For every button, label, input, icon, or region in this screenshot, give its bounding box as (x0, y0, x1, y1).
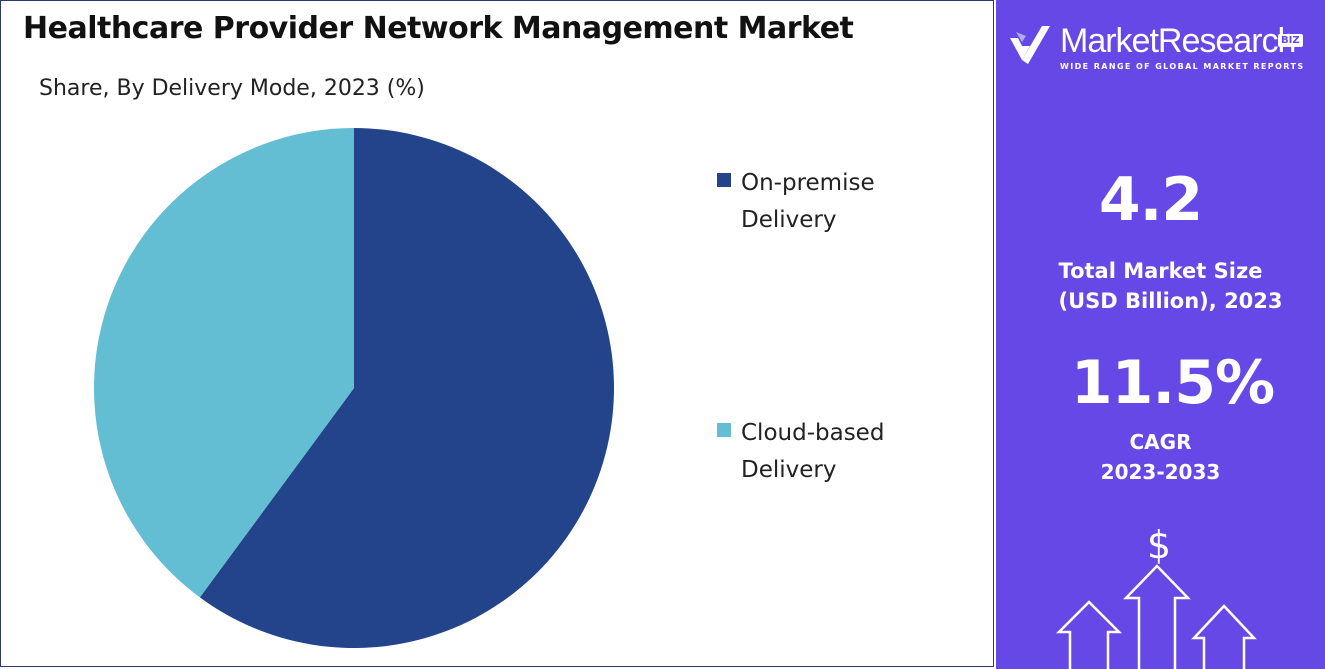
pie-slice-on-premise-delivery (199, 128, 615, 648)
legend-swatch-cloud-based (717, 423, 731, 437)
chart-subtitle: Share, By Delivery Mode, 2023 (%) (39, 76, 425, 101)
market-size-label-line1: Total Market Size (1058, 259, 1263, 283)
market-size-label: Total Market Size (USD Billion), 2023 (996, 256, 1325, 316)
legend-label-cloud-based: Cloud-based Delivery (741, 420, 885, 483)
legend-item-cloud-based: Cloud-based Delivery (717, 415, 931, 489)
cagr-label-line2: 2023-2033 (1100, 460, 1221, 484)
chart-title: Healthcare Provider Network Management M… (23, 11, 854, 46)
brand-badge: BIZ (1278, 34, 1303, 47)
legend-label-on-premise: On-premise Delivery (741, 170, 875, 233)
market-size-label-line2: (USD Billion), 2023 (1058, 289, 1283, 313)
cagr-value: 11.5% (1070, 348, 1275, 418)
brand-tagline: WIDE RANGE OF GLOBAL MARKET REPORTS (1060, 62, 1305, 71)
cagr-label: CAGR 2023-2033 (996, 427, 1325, 487)
summary-panel: MarketResearch BIZ WIDE RANGE OF GLOBAL … (996, 0, 1325, 669)
brand-name: MarketResearch (1060, 22, 1296, 60)
pie-chart (94, 127, 615, 648)
dollar-arrows-icon: $ (1055, 523, 1257, 669)
legend-item-on-premise: On-premise Delivery (717, 165, 931, 239)
svg-text:$: $ (1147, 523, 1171, 567)
pie-slice-cloud-based-delivery (94, 127, 354, 598)
cagr-label-line1: CAGR (1129, 430, 1192, 454)
chart-panel: Healthcare Provider Network Management M… (0, 0, 994, 667)
legend-swatch-on-premise (717, 173, 731, 187)
market-size-value: 4.2 (1098, 165, 1203, 235)
check-logo-icon (1010, 26, 1050, 64)
brand-logo: MarketResearch BIZ WIDE RANGE OF GLOBAL … (1008, 22, 1318, 82)
